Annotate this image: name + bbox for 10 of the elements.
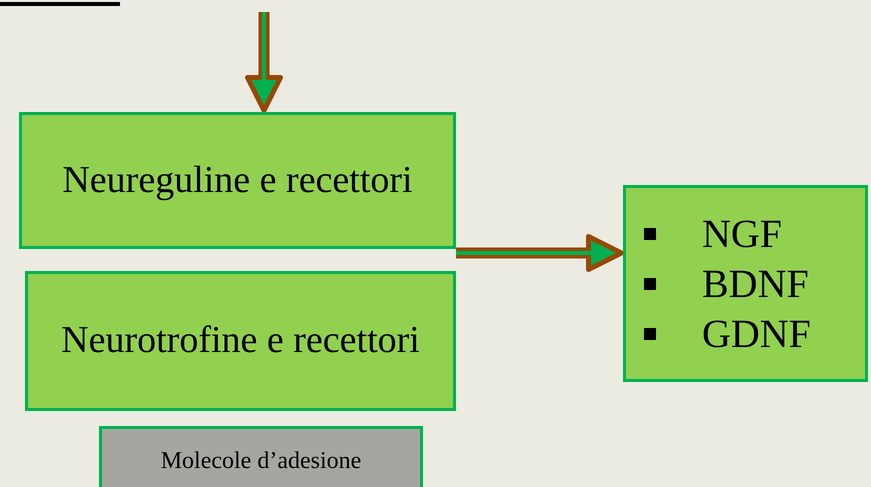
box-text: Molecole d’adesione bbox=[160, 446, 362, 476]
box-text: Neurotrofine e recettori bbox=[61, 318, 420, 364]
box-text: Neureguline e recettori bbox=[62, 158, 413, 203]
list-item: BDNF bbox=[702, 260, 809, 308]
process-box bbox=[19, 112, 456, 249]
list-item: GDNF bbox=[702, 310, 811, 358]
process-box bbox=[623, 185, 868, 382]
list-item: NGF bbox=[702, 210, 782, 258]
label-box bbox=[99, 426, 423, 487]
process-box bbox=[25, 271, 456, 411]
